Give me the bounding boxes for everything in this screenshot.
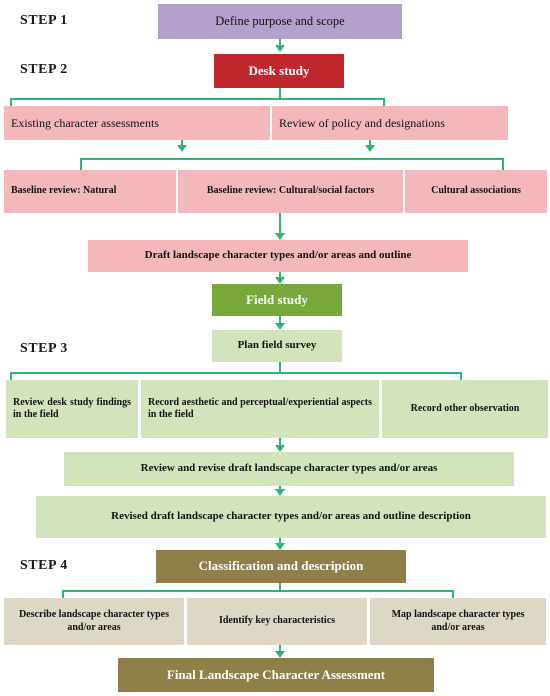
connector-baseline-left	[80, 158, 82, 170]
review-desk-findings-box: Review desk study findings in the field	[6, 380, 138, 438]
review-revise-box: Review and revise draft landscape charac…	[64, 452, 514, 486]
arrow-baseline-to-draft	[275, 213, 285, 240]
arrow-record-to-review	[275, 438, 285, 452]
connector-baseline-right	[502, 158, 504, 170]
step-2-label: STEP 2	[20, 62, 68, 77]
connector-field-right	[460, 372, 462, 380]
map-types-box: Map landscape character types and/or are…	[370, 598, 546, 645]
record-other-box: Record other observation	[382, 380, 548, 438]
connector-desk-right	[383, 98, 385, 106]
connector-class-right	[452, 590, 454, 598]
define-purpose-box: Define purpose and scope	[158, 4, 402, 39]
connector-class-left	[62, 590, 64, 598]
policy-review-box: Review of policy and designations	[272, 106, 508, 140]
record-aesthetic-box: Record aesthetic and perceptual/experien…	[141, 380, 379, 438]
arrow-review-to-revised	[275, 486, 285, 496]
arrow-policy-to-baseline	[365, 140, 375, 152]
revised-draft-box: Revised draft landscape character types …	[36, 496, 546, 538]
arrow-define-to-desk	[275, 39, 285, 52]
classification-box: Classification and description	[156, 550, 406, 583]
connector-desk-left	[10, 98, 12, 106]
cultural-associations-box: Cultural associations	[405, 170, 547, 213]
arrow-existing-to-baseline	[177, 140, 187, 152]
arrow-field-to-plan	[275, 316, 285, 330]
connector-desk-bracket	[10, 98, 385, 100]
step-4-label: STEP 4	[20, 558, 68, 573]
connector-field-bracket	[10, 372, 462, 374]
arrow-draft-to-field	[275, 272, 285, 284]
arrow-revised-to-classification	[275, 538, 285, 550]
baseline-cultural-box: Baseline review: Cultural/social factors	[178, 170, 403, 213]
draft-types-box: Draft landscape character types and/or a…	[88, 240, 468, 272]
arrow-identify-to-final	[275, 645, 285, 658]
connector-baseline-bracket	[80, 158, 504, 160]
desk-study-box: Desk study	[214, 54, 344, 88]
connector-class-bracket	[62, 590, 454, 592]
baseline-natural-box: Baseline review: Natural	[4, 170, 176, 213]
plan-field-survey-box: Plan field survey	[212, 330, 342, 362]
describe-types-box: Describe landscape character types and/o…	[4, 598, 184, 645]
step-3-label: STEP 3	[20, 341, 68, 356]
identify-key-box: Identify key characteristics	[187, 598, 367, 645]
final-assessment-box: Final Landscape Character Assessment	[118, 658, 434, 692]
existing-assessments-box: Existing character assessments	[4, 106, 270, 140]
connector-field-left	[10, 372, 12, 380]
field-study-box: Field study	[212, 284, 342, 316]
step-1-label: STEP 1	[20, 13, 68, 28]
